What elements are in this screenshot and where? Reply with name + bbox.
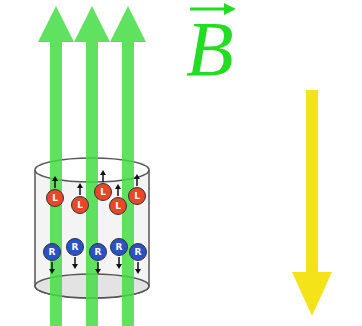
yellow-arrow [292,90,332,316]
particle-circle: R [110,238,128,256]
particle-letter: R [135,248,142,257]
spin-arrow-shaft [137,262,139,270]
field-arrows [38,6,146,326]
spin-arrow-shaft [79,187,81,195]
particle-letter: L [52,194,58,203]
particle-circle: L [94,183,112,201]
spin-arrow-shaft [74,257,76,265]
field-symbol: B [186,10,234,88]
spin-arrow-head [135,269,141,274]
particle-letter: L [134,192,140,201]
spin-arrow-shaft [54,180,56,188]
spin-arrow-shaft [117,188,119,196]
particle-circle: L [109,197,127,215]
particle-circle: R [89,243,107,261]
spin-arrow-head [100,170,106,175]
particle-circle: R [43,243,61,261]
particle-letter: R [116,243,123,252]
particle-circle: R [66,238,84,256]
field-arrow [110,6,146,326]
spin-arrow-head [134,174,140,179]
particle-letter: R [95,248,102,257]
particle-letter: L [100,188,106,197]
spin-arrow-head [77,183,83,188]
particle-letter: R [49,248,56,257]
particle-circle: L [128,187,146,205]
field-arrow [74,6,110,326]
particle-circle: L [71,196,89,214]
spin-arrow-head [72,264,78,269]
spin-arrow-head [95,269,101,274]
spin-arrow-shaft [102,174,104,182]
field-arrow [38,6,74,326]
particle-letter: R [72,243,79,252]
spin-arrow-head [116,264,122,269]
spin-arrow-shaft [51,262,53,270]
spin-arrow-head [52,176,58,181]
spin-arrow-shaft [118,257,120,265]
spin-arrow-shaft [97,262,99,270]
spin-arrow-head [115,184,121,189]
particle-circle: R [129,243,147,261]
particle-letter: L [77,201,83,210]
spin-arrow-shaft [136,178,138,186]
particle-letter: L [115,202,121,211]
spin-arrow-head [49,269,55,274]
particle-circle: L [46,189,64,207]
